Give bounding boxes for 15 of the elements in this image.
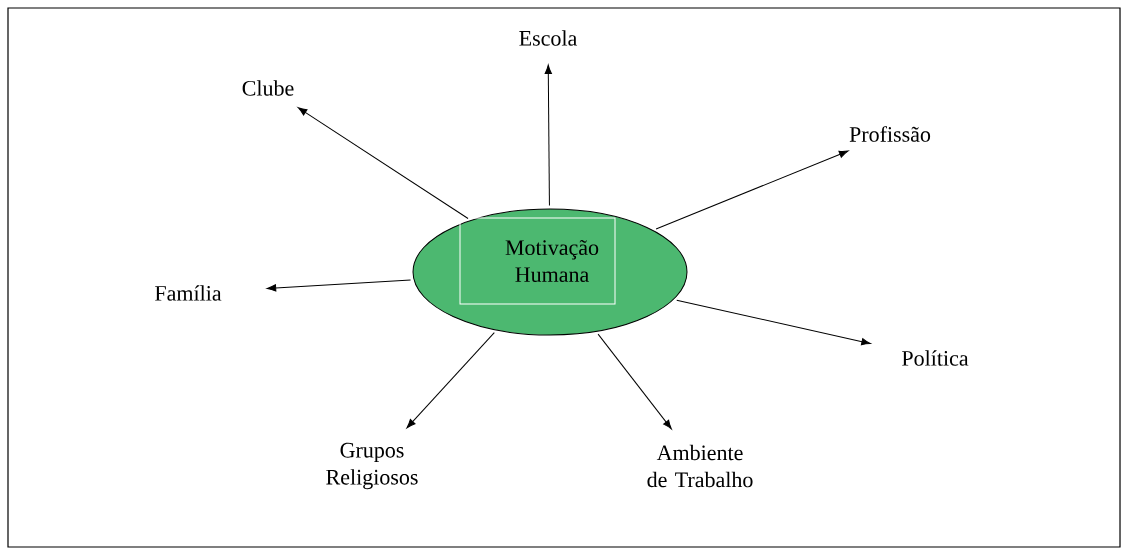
node-label: Família: [155, 285, 222, 301]
arrow: [544, 64, 552, 206]
arrow: [676, 299, 871, 346]
ellipse-node: Motivação Humana: [412, 208, 688, 336]
arrow: [655, 150, 849, 230]
node-label: Escola: [519, 30, 578, 46]
node-label: Clube: [242, 80, 294, 96]
arrow: [297, 107, 469, 220]
arrow: [597, 333, 672, 430]
node-label: Profissão: [849, 126, 931, 142]
node-label: Grupos Religiosos: [326, 442, 418, 490]
arrow: [266, 279, 412, 292]
node-label: Política: [902, 350, 969, 366]
arrow: [406, 332, 495, 429]
node-label: Ambiente de Trabalho: [647, 444, 753, 488]
